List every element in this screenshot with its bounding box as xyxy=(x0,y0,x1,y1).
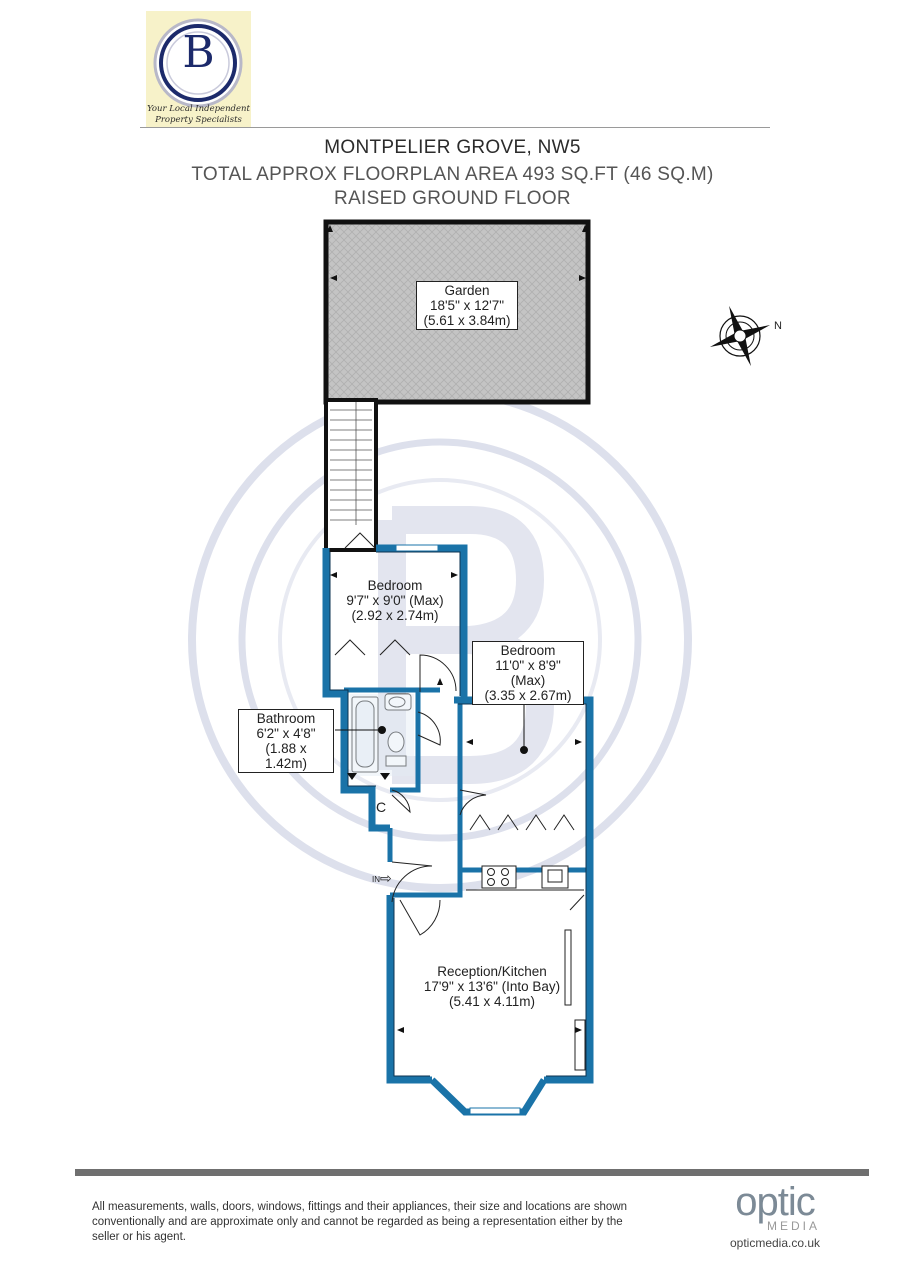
logo-tagline: Property Specialists xyxy=(155,115,242,125)
room-name: Reception/Kitchen xyxy=(437,964,547,979)
bathroom-fixtures xyxy=(350,693,414,776)
header-divider xyxy=(140,127,770,128)
garden-label: Garden 18'5" x 12'7" (5.61 x 3.84m) xyxy=(416,281,518,330)
kitchen-fixtures xyxy=(466,865,586,1071)
cupboard-marker: C xyxy=(376,799,387,815)
dimension-arrows xyxy=(327,225,588,1033)
optic-media-logo-sub: MEDIA xyxy=(766,1219,820,1233)
room-size-imperial: 17'9" x 13'6" (Into Bay) xyxy=(423,979,561,994)
room-name: Bedroom xyxy=(367,578,423,593)
entrance-arrow-icon: ⇨ xyxy=(380,870,392,886)
reception-kitchen-label: Reception/Kitchen 17'9" x 13'6" (Into Ba… xyxy=(408,964,576,1009)
logo-tagline: Your Local Independent xyxy=(147,104,250,114)
room-size-metric: (1.88 x 1.42m) xyxy=(264,741,308,771)
room-size-imperial: 11'0" x 8'9" (Max) xyxy=(495,658,561,688)
optic-media-logo-word: optic xyxy=(735,1180,816,1224)
property-address: MONTPELIER GROVE, NW5 xyxy=(324,137,581,158)
compass-north-label: N xyxy=(774,320,782,332)
room-size-imperial: 9'7" x 9'0" (Max) xyxy=(346,593,444,608)
optic-media-url: opticmedia.co.uk xyxy=(729,1236,821,1250)
bedroom-1-label: Bedroom 9'7" x 9'0" (Max) (2.92 x 2.74m) xyxy=(330,578,460,623)
doors xyxy=(334,532,575,936)
room-size-metric: (2.92 x 2.74m) xyxy=(351,608,439,623)
room-size-metric: (5.61 x 3.84m) xyxy=(423,313,511,328)
entrance-marker: IN xyxy=(372,875,380,884)
agency-logo xyxy=(146,11,251,128)
room-name: Bathroom xyxy=(256,711,316,726)
room-size-imperial: 18'5" x 12'7" xyxy=(429,298,505,313)
disclaimer-text: All measurements, walls, doors, windows,… xyxy=(92,1201,628,1243)
floor-name: RAISED GROUND FLOOR xyxy=(334,188,571,209)
logo-letter: B xyxy=(182,27,215,78)
logo-b-emblem-icon xyxy=(153,18,243,108)
bathroom-label: Bathroom 6'2" x 4'8" (1.88 x 1.42m) xyxy=(238,709,334,773)
room-size-metric: (3.35 x 2.67m) xyxy=(484,688,572,703)
room-size-metric: (5.41 x 4.11m) xyxy=(448,994,536,1009)
external-stairs xyxy=(324,398,378,552)
room-name: Bedroom xyxy=(500,643,556,658)
footer-divider xyxy=(75,1169,869,1176)
room-size-imperial: 6'2" x 4'8" xyxy=(256,726,316,741)
compass-icon xyxy=(709,305,771,367)
room-name: Garden xyxy=(444,283,490,298)
watermark-logo xyxy=(188,388,692,892)
total-floor-area: TOTAL APPROX FLOORPLAN AREA 493 SQ.FT (4… xyxy=(191,164,714,185)
bedroom-2-label: Bedroom 11'0" x 8'9" (Max) (3.35 x 2.67m… xyxy=(472,641,584,705)
